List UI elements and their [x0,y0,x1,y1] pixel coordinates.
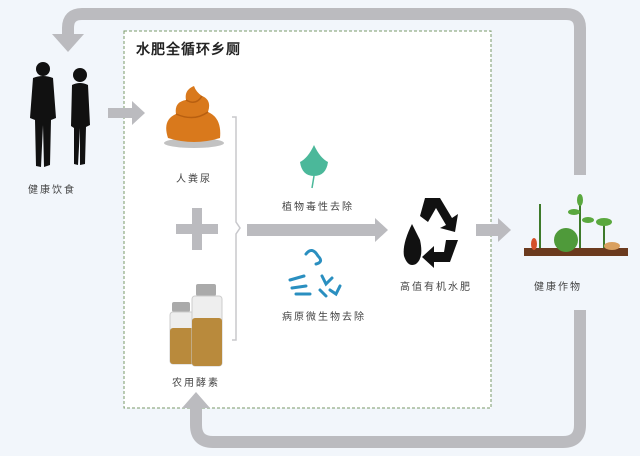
plus-icon [176,208,218,250]
diagram-title: 水肥全循环乡厕 [136,42,241,58]
microbe-icon [288,249,342,298]
microbes-agent-label: 农用酵素 [172,378,220,389]
arrowhead [498,218,511,242]
arrowhead [132,101,145,125]
main-arrowhead [375,218,388,242]
top-return-arrow [62,8,586,175]
fertilizer-label: 高值有机水肥 [400,282,472,293]
main-process-arrow [247,224,375,236]
arrow-people-to-box [108,108,132,118]
leaf-icon [300,145,328,189]
people-label: 健康饮食 [28,185,76,196]
crops-label: 健康作物 [534,282,582,293]
recycle-water-icon [403,198,458,268]
bottles-icon [169,284,223,367]
toxicity-label: 植物毒性去除 [282,202,354,213]
people-silhouette-icon [30,62,90,167]
bottom-return-arrow [190,310,586,448]
arrow-fertilizer-to-crops [476,224,498,236]
excreta-label: 人粪尿 [176,174,212,185]
bottom-return-arrowhead [182,392,210,408]
poop-icon [164,86,224,148]
crops-icon [524,194,628,256]
pathogen-label: 病原微生物去除 [282,312,366,323]
bracket [232,116,241,341]
top-return-arrowhead [52,34,84,52]
